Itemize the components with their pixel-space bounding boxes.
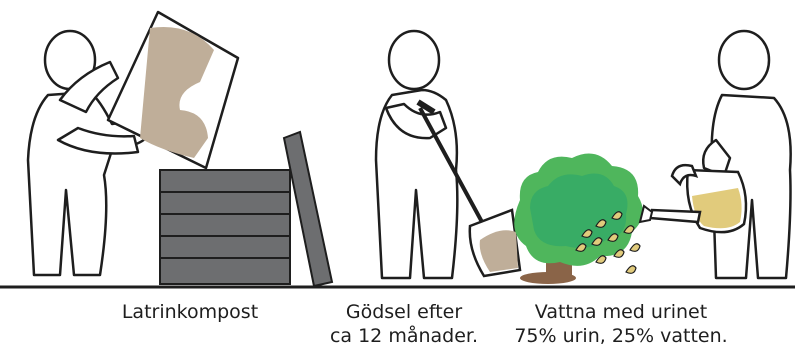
tree-icon [514,154,643,285]
caption-fertilize: Gödsel efter ca 12 månader. [304,300,504,348]
watering-scene [640,31,791,278]
person-emptying-bucket-icon [28,31,148,275]
caption-compost: Latrinkompost [90,300,290,324]
compost-scene [28,12,332,286]
person-watering-icon [703,31,790,278]
caption-water-line-2: 75% urin, 25% vatten. [506,324,736,348]
caption-fertilize-line-1: Gödsel efter [304,300,504,324]
caption-water: Vattna med urinet 75% urin, 25% vatten. [506,300,736,348]
caption-water-line-1: Vattna med urinet [506,300,736,324]
caption-compost-line: Latrinkompost [90,300,290,324]
watering-can-icon [640,165,746,232]
caption-fertilize-line-2: ca 12 månader. [304,324,504,348]
fertilize-scene [376,31,643,284]
